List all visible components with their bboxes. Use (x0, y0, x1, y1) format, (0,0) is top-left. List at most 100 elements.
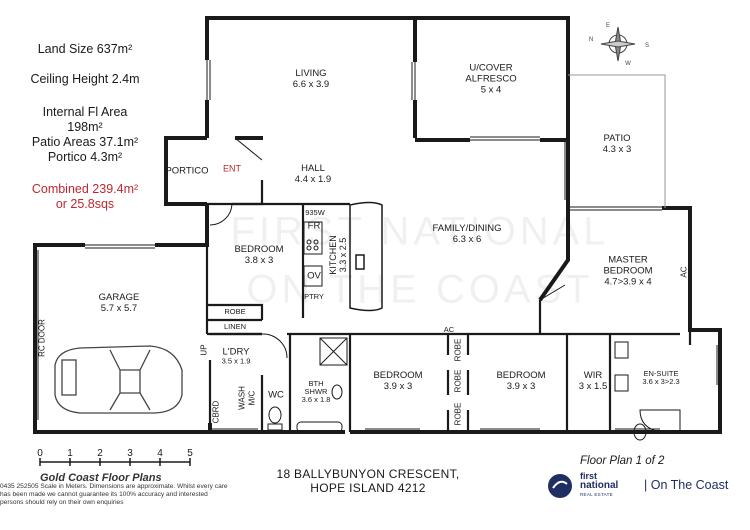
living-dims: 6.6 x 3.9 (292, 79, 330, 90)
robe-label-b2-mid: ROBE (453, 369, 463, 393)
robe-label-front: ROBE (224, 307, 246, 316)
kitchen-fixtures (303, 221, 323, 287)
scale-0: 0 (37, 448, 43, 459)
compass-s: S (644, 43, 650, 49)
room-bedroom-front: BEDROOM 3.8 x 3 (234, 244, 283, 266)
scale-5: 5 (187, 448, 193, 459)
alfresco-name1: U/COVER (469, 62, 513, 74)
oven-label: OV (307, 270, 321, 282)
door-swings (209, 137, 566, 359)
room-alfresco: U/COVER ALFRESCO 5 x 4 (465, 63, 516, 96)
car-drawing (54, 345, 183, 414)
ceiling-height: Ceiling Height 2.4m (30, 72, 140, 86)
patio-dims: 4.3 x 3 (602, 144, 632, 155)
linen-label: LINEN (223, 322, 247, 331)
room-patio: PATIO 4.3 x 3 (603, 133, 632, 155)
room-wc: WC (268, 389, 284, 401)
bath-line2: SHWR (304, 387, 328, 396)
room-hall: HALL 4.4 x 1.9 (295, 163, 331, 185)
scale-2: 2 (97, 448, 103, 459)
garage-dims: 5.7 x 5.7 (100, 303, 138, 314)
fridge-label: FR (307, 220, 321, 232)
kitchen-island (349, 201, 383, 312)
robe-label-b2-top: ROBE (453, 338, 463, 362)
room-living: LIVING 6.6 x 3.9 (293, 68, 329, 90)
watermark-line2: ON THE COAST (246, 267, 594, 312)
room-laundry: L'DRY 3.5 x 1.9 (222, 347, 251, 366)
scale-4: 4 (157, 448, 163, 459)
compass-e: E (605, 23, 611, 29)
first-national-logo-icon (548, 474, 572, 498)
internal-area-label: Internal Fl Area (42, 105, 128, 119)
room-wir: WIR 3 x 1.5 (579, 370, 608, 392)
logo-tagline: | On The Coast (644, 478, 729, 492)
garage-name: GARAGE (98, 292, 140, 303)
room-entry: ENT (223, 163, 241, 174)
combined-area: Combined 239.4m² (31, 182, 139, 196)
mc-label: M/C (247, 390, 257, 406)
patio-name: PATIO (603, 133, 631, 144)
kitchen-dims: 3.3 x 2.5 (338, 237, 348, 273)
address-line1: 18 BALLYBUNYON CRESCENT, (276, 467, 460, 481)
master-name1: MASTER (608, 254, 648, 266)
scale-1: 1 (67, 448, 73, 459)
compass-w: W (625, 61, 631, 67)
ensuite-dims: 3.6 x 3>2.3 (642, 377, 680, 386)
brand-name: Gold Coast Floor Plans (40, 472, 162, 484)
ac-label-master: AC (679, 266, 689, 278)
address: 18 BALLYBUNYON CRESCENT, HOPE ISLAND 421… (276, 467, 459, 495)
bedroom-front-dims: 3.8 x 3 (244, 255, 274, 266)
wir-name: WIR (583, 370, 603, 381)
room-master: MASTER BEDROOM 4.7>3.9 x 4 (603, 255, 652, 288)
bedroom3-name: BEDROOM (496, 370, 546, 381)
room-portico: PORTICO (165, 165, 209, 177)
room-garage: GARAGE 5.7 x 5.7 (99, 292, 140, 314)
wir-dims: 3 x 1.5 (578, 381, 608, 392)
robe-label-b3: ROBE (453, 402, 463, 426)
alfresco-dims: 5 x 4 (480, 84, 502, 96)
bedroom3-dims: 3.9 x 3 (506, 381, 536, 392)
compass-n: N (588, 37, 594, 43)
disclaimer: 0435 252505 Scale in Meters. Dimensions … (0, 483, 228, 506)
interior-walls (205, 180, 692, 432)
patio-outline (568, 74, 666, 208)
hall-name: HALL (301, 163, 325, 174)
room-bath: BTH SHWR 3.6 x 1.8 (302, 380, 331, 404)
bath-fixtures (267, 337, 681, 441)
floor-plan-label: Floor Plan 1 of 2 (580, 455, 665, 467)
ac-label-hall: AC (443, 325, 455, 334)
land-size: Land Size 637m² (37, 42, 133, 56)
patio-areas: Patio Areas 37.1m² (31, 135, 139, 149)
pantry-label: PTRY (304, 292, 324, 301)
combined-squares: or 25.8sqs (55, 197, 115, 211)
family-dims: 6.3 x 6 (452, 234, 482, 245)
bedroom2-name: BEDROOM (373, 370, 423, 381)
cbrd-label: CBRD (211, 400, 221, 424)
room-family-dining: FAMILY/DINING 6.3 x 6 (433, 223, 502, 245)
address-line2: HOPE ISLAND 4212 (310, 481, 426, 495)
scale-bar (39, 458, 191, 466)
family-name: FAMILY/DINING (432, 223, 502, 234)
logo-line1: first (580, 471, 598, 481)
internal-area-value: 198m² (67, 120, 103, 134)
bath-dims: 3.6 x 1.8 (301, 395, 331, 404)
up-label: UP (199, 344, 209, 356)
wash-label: WASH (237, 386, 247, 410)
bath-line1: BTH (308, 379, 324, 388)
garage-door-label: RC DOOR (37, 319, 47, 357)
logo-line3: REAL ESTATE (580, 492, 613, 497)
fridge-width: 935W (305, 208, 325, 217)
alfresco-name2: ALFRESCO (465, 73, 517, 85)
kitchen-label: KITCHEN (328, 235, 338, 275)
windows (34, 60, 721, 433)
room-bedroom-2: BEDROOM 3.9 x 3 (373, 370, 422, 392)
compass-icon (600, 26, 636, 62)
living-name: LIVING (295, 68, 327, 79)
room-bedroom-3: BEDROOM 3.9 x 3 (496, 370, 545, 392)
logo-line2: national (580, 480, 619, 491)
ensuite-name: EN-SUITE (643, 369, 679, 378)
laundry-name: L'DRY (222, 346, 250, 358)
bedroom2-dims: 3.9 x 3 (383, 381, 413, 392)
scale-3: 3 (127, 448, 133, 459)
